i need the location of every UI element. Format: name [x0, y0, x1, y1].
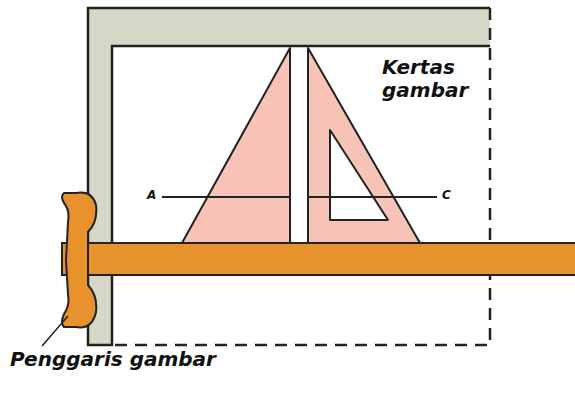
point-label: C: [442, 189, 451, 203]
paper-label: Kertas gambar: [382, 56, 472, 102]
set-square-cutout: [330, 130, 388, 220]
t-square-head: [62, 193, 96, 328]
board-frame-outline: [88, 8, 490, 345]
drawn-line: [162, 196, 290, 198]
board-dashed-edge: [112, 8, 490, 345]
point-label: A: [147, 189, 156, 203]
set-square-left: [182, 48, 290, 243]
part-label: Penggaris gambar: [10, 348, 216, 371]
board-frame: [88, 8, 490, 345]
drawn-line: [308, 196, 437, 198]
t-square-blade: [62, 243, 575, 275]
leader-line: [42, 316, 68, 346]
